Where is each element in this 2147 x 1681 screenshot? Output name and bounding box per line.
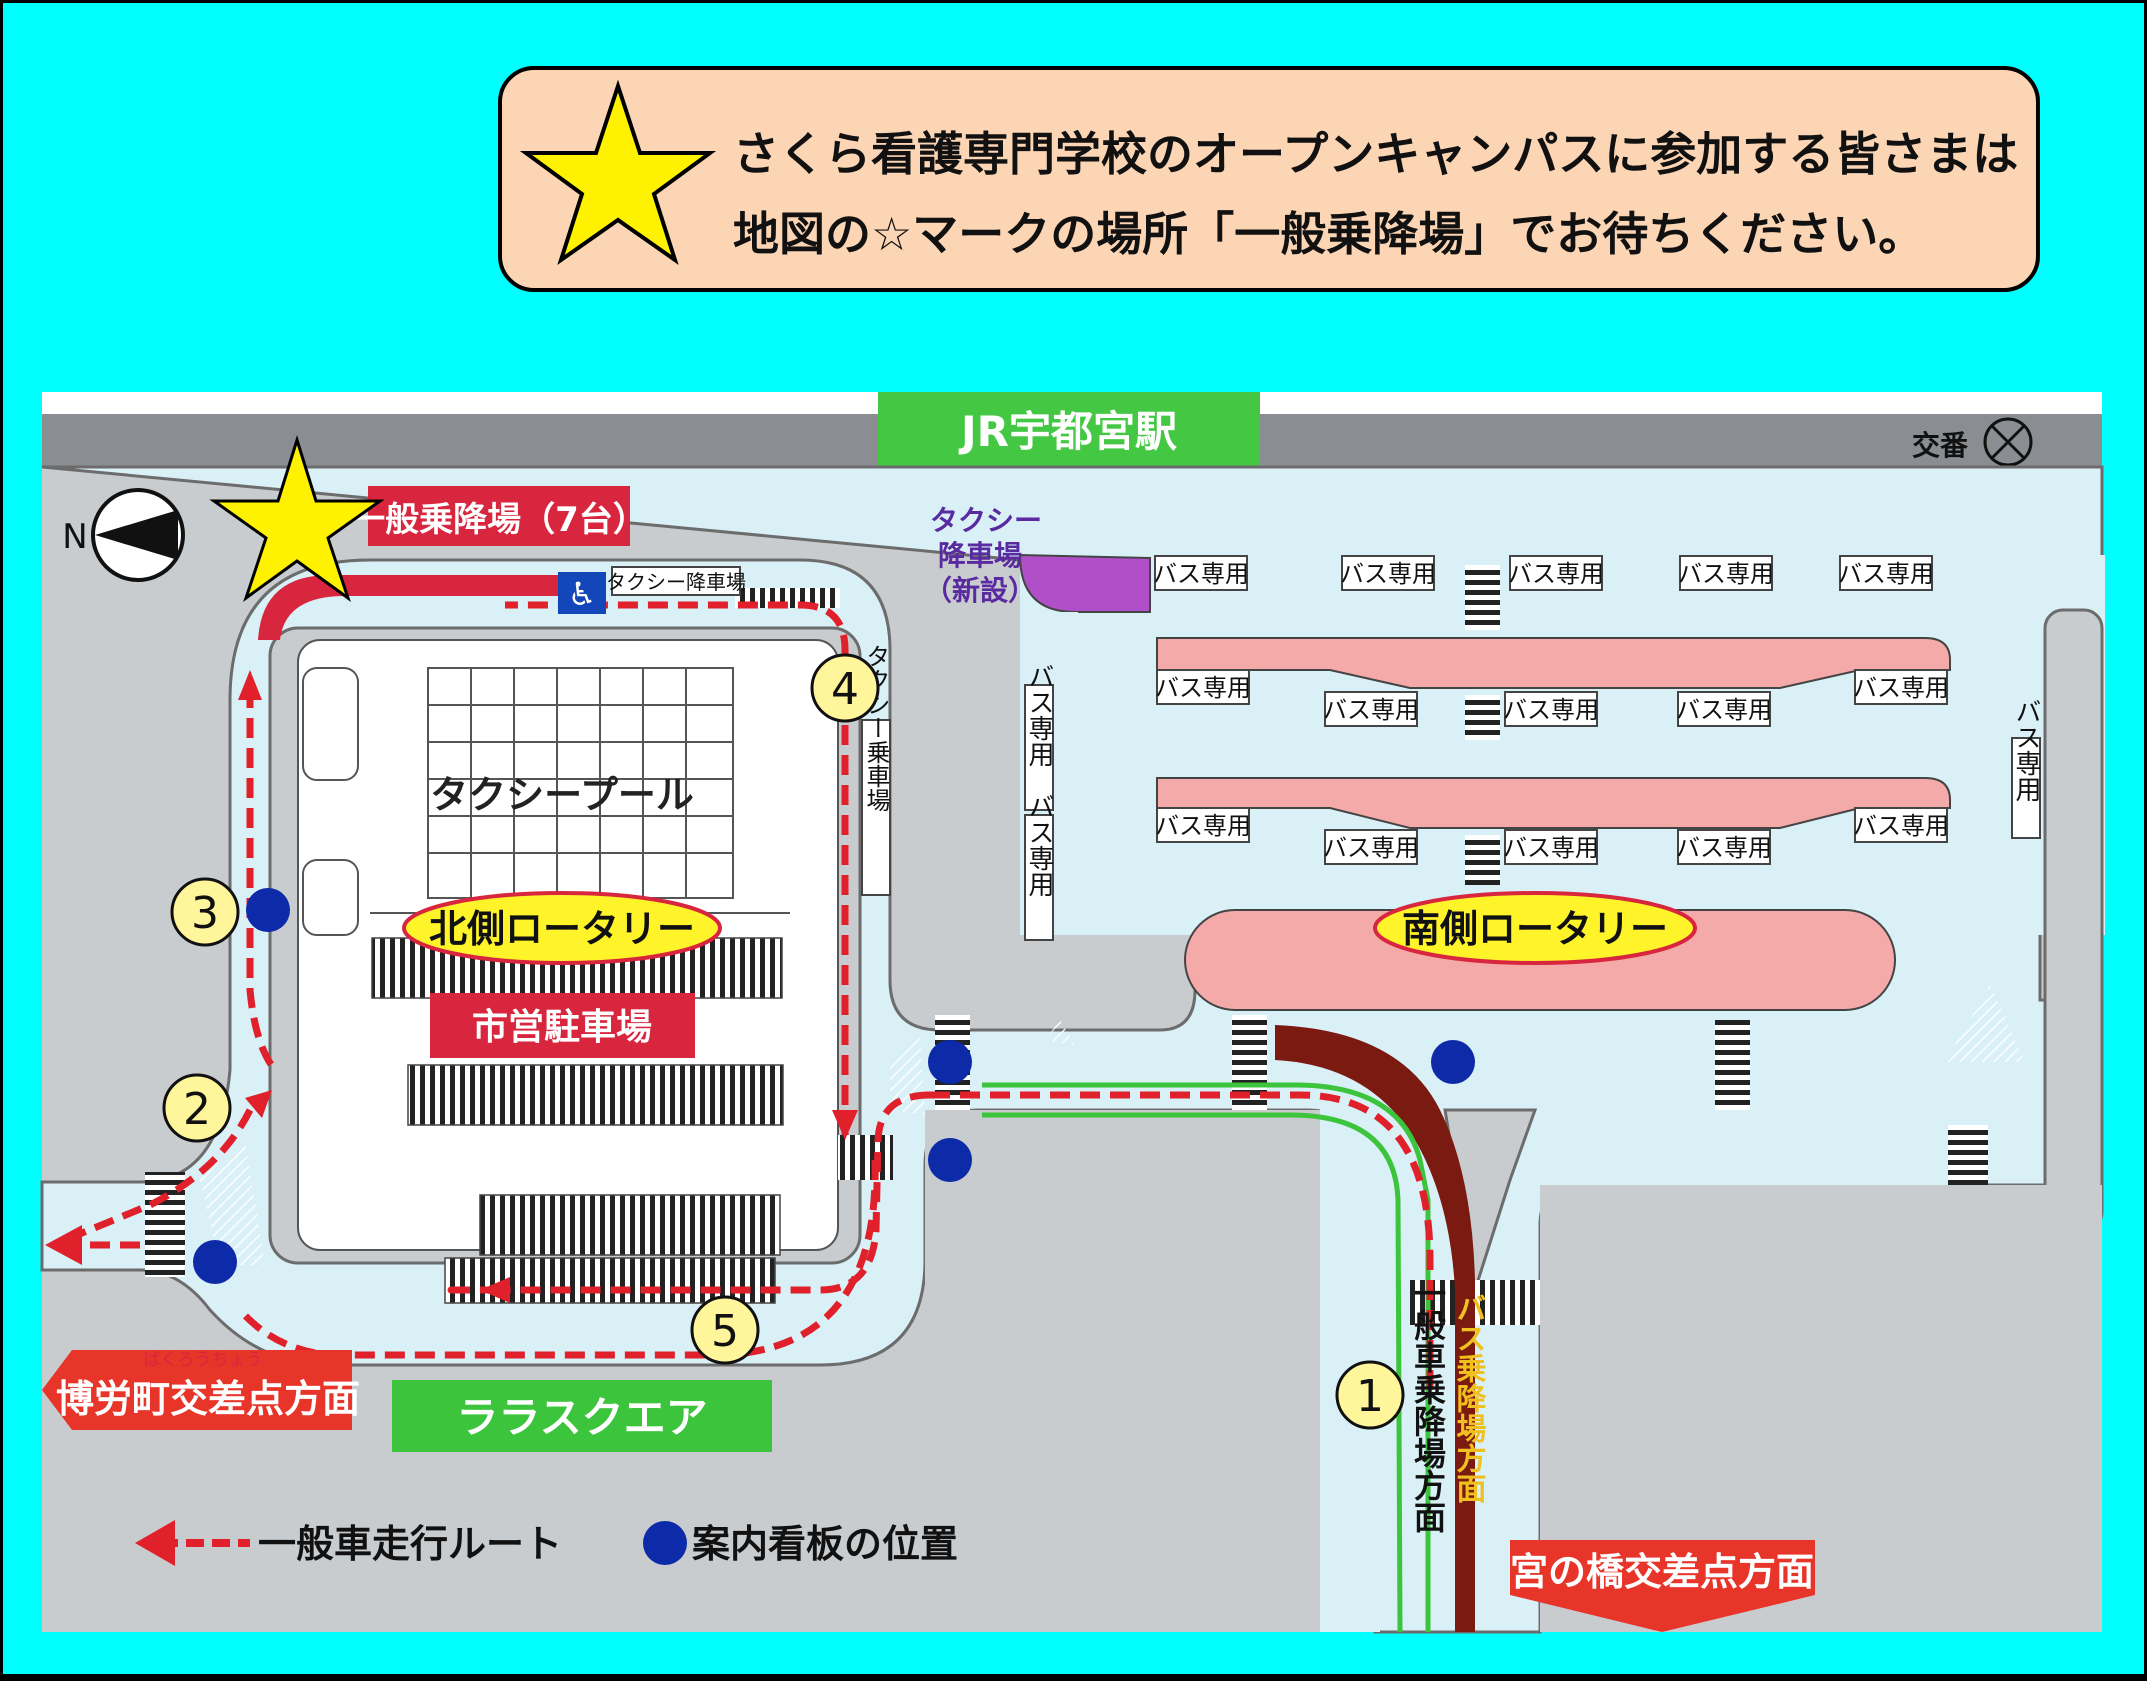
south-rotary-bg <box>1373 891 1697 965</box>
taxi-drop-small-label: タクシー降車場 <box>606 570 746 594</box>
taxi-drop-new-line-1: タクシー <box>930 504 1042 537</box>
svg-text:バス専用: バス専用 <box>1323 696 1419 724</box>
marker-2: 2 <box>183 1084 211 1135</box>
svg-text:バス専用: バス専用 <box>1678 560 1774 588</box>
sign-dot-3 <box>928 1040 972 1084</box>
sign-dot-5 <box>1431 1040 1475 1084</box>
numbered-markers: 1 2 3 4 5 <box>162 653 1405 1430</box>
svg-text:バス専用: バス専用 <box>1155 674 1251 702</box>
legend-route-arrow-icon <box>135 1520 175 1566</box>
north-rotary-label: 北側ロータリー <box>429 907 695 951</box>
legend: 一般車走行ルート 案内看板の位置 <box>135 1520 958 1566</box>
svg-text:バス専用: バス専用 <box>1676 834 1772 862</box>
general-lane-line-inner <box>982 1112 1403 1633</box>
bakuro-ruby: ばくろうちょう <box>144 1350 263 1370</box>
hatched-zones <box>200 985 2025 1265</box>
parking-label: 市営駐車場 <box>472 1007 652 1048</box>
taxi-drop-new-line-2: 降車場 <box>938 539 1022 572</box>
pickup-star-icon <box>209 434 385 602</box>
station-label-bg <box>878 392 1260 467</box>
bus-lane <box>1275 1025 1475 1632</box>
pickup-label-bg <box>368 486 630 546</box>
sign-dot-4 <box>928 1138 972 1182</box>
map-area: JR宇都宮駅 交番 <box>40 392 2105 1634</box>
marker-4: 4 <box>831 664 859 715</box>
bus-bays-top: バス専用 バス専用 バス専用 バス専用 バス専用 <box>1153 555 1934 591</box>
station-name: JR宇都宮駅 <box>958 407 1177 456</box>
bus-direction-label: バス乗降場方面 <box>1451 1293 1487 1503</box>
legend-route-label: 一般車走行ルート <box>258 1522 562 1566</box>
svg-text:バス専用: バス専用 <box>1155 812 1251 840</box>
general-direction-label: 一般車乗降場方面 <box>1409 1277 1447 1533</box>
taxi-pool-label: タクシープール <box>430 773 694 817</box>
sign-dot-1 <box>246 888 290 932</box>
parking-label-bg <box>430 993 695 1058</box>
svg-text:バス専用: バス専用 <box>1676 696 1772 724</box>
north-arrow-icon: N <box>62 488 185 582</box>
svg-text:バス専用: バス専用 <box>1024 663 1054 767</box>
wheelchair-icon <box>558 572 606 614</box>
notice-star-icon <box>519 79 717 266</box>
north-label: N <box>62 517 87 557</box>
marker-3: 3 <box>191 888 219 939</box>
sign-dot-2 <box>193 1240 237 1284</box>
pickup-label: 一般乗降場（7台） <box>351 500 647 540</box>
svg-text:バス専用: バス専用 <box>1340 560 1436 588</box>
svg-text:バス専用: バス専用 <box>1853 812 1949 840</box>
pickup-curb <box>258 575 560 640</box>
route-arrows <box>45 670 858 1303</box>
bus-island-1: バス専用 バス専用 バス専用 バス専用 バス専用 <box>1155 637 1951 727</box>
bus-bays-vertical: バス専用 バス専用 バス専用 <box>1024 663 2041 941</box>
bakuro-label: 博労町交差点方面 <box>56 1377 360 1421</box>
notice-line-2: 地図の☆マークの場所「一般乗降場」でお待ちください。 <box>733 207 1924 261</box>
marker-5: 5 <box>711 1306 739 1357</box>
svg-text:バス専用: バス専用 <box>1503 696 1599 724</box>
legend-sign-label: 案内看板の位置 <box>692 1522 958 1566</box>
bakuro-direction: ばくろうちょう 博労町交差点方面 <box>42 1350 360 1430</box>
koban-label: 交番 <box>1912 429 1969 462</box>
notice-line-1: さくら看護専門学校のオープンキャンパスに参加する皆さまは <box>733 127 2018 181</box>
lalasquare-label: ララスクエア <box>456 1393 707 1442</box>
lalasquare-label-bg <box>392 1380 772 1452</box>
taxi-drop-new-line-3: （新設） <box>924 574 1036 607</box>
marker-1: 1 <box>1356 1371 1384 1422</box>
miyanohashi-direction: 宮の橋交差点方面 <box>1510 1540 1815 1632</box>
south-rotary-label: 南側ロータリー <box>1402 907 1668 951</box>
bus-island-2: バス専用 バス専用 バス専用 バス専用 バス専用 <box>1155 777 1951 865</box>
svg-text:バス専用: バス専用 <box>2011 698 2041 802</box>
north-rotary-bg <box>402 891 722 965</box>
svg-text:バス専用: バス専用 <box>1024 793 1054 897</box>
svg-text:バス専用: バス専用 <box>1323 834 1419 862</box>
svg-text:バス専用: バス専用 <box>1153 560 1249 588</box>
sign-positions <box>193 888 1475 1284</box>
general-lane-line-outer <box>982 1082 1431 1632</box>
taxi-drop-new-area <box>1018 553 1151 613</box>
svg-text:バス専用: バス専用 <box>1503 834 1599 862</box>
svg-text:バス専用: バス専用 <box>1838 560 1934 588</box>
svg-text:バス専用: バス専用 <box>1853 674 1949 702</box>
general-car-route <box>68 601 1434 1390</box>
notice-box: さくら看護専門学校のオープンキャンパスに参加する皆さまは 地図の☆マークの場所「… <box>498 66 2040 292</box>
koban-icon <box>1983 417 2033 467</box>
miyanohashi-label: 宮の橋交差点方面 <box>1510 1550 1814 1594</box>
svg-text:♿: ♿ <box>568 575 597 613</box>
svg-text:バス専用: バス専用 <box>1508 560 1604 588</box>
legend-sign-dot-icon <box>643 1521 687 1565</box>
